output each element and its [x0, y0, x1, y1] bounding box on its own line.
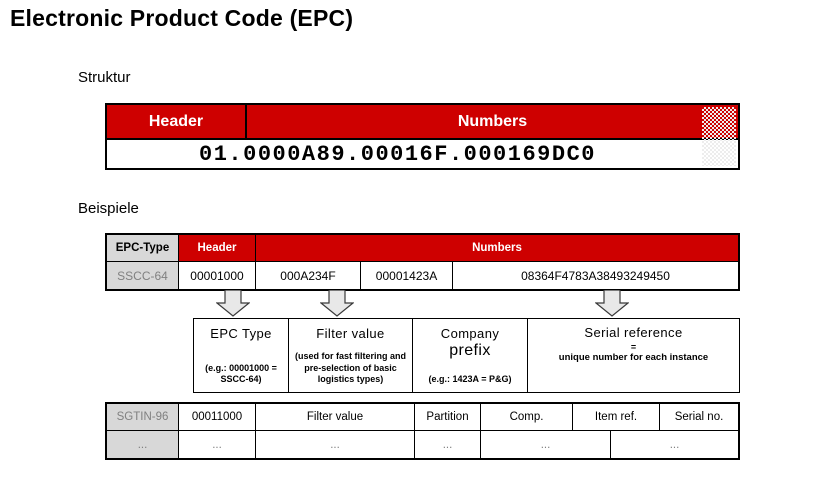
sscc-company-cell: 00001423A	[360, 262, 452, 289]
explanation-box-company-prefix: Company prefix (e.g.: 1423A = P&G)	[412, 319, 527, 392]
struktur-table: Header Numbers 01.0000A89.00016F.000169D…	[105, 103, 740, 170]
sgtin-itemref-cell: Item ref.	[572, 404, 659, 430]
sgtin-row: SGTIN-96 00011000 Filter value Partition…	[107, 404, 738, 431]
beispiele-heading: Beispiele	[78, 200, 139, 217]
epc-code-value: 01.0000A89.00016F.000169DC0	[199, 141, 596, 167]
down-arrow-icon	[216, 290, 250, 317]
dots-cell: ...	[255, 431, 414, 458]
sscc-row: SSCC-64 00001000 000A234F 00001423A 0836…	[107, 262, 738, 289]
box-title: Serial reference	[584, 325, 683, 340]
box-note: (e.g.: 1423A = P&G)	[428, 374, 512, 385]
sgtin-type-cell: SGTIN-96	[107, 404, 178, 430]
sgtin-table: SGTIN-96 00011000 Filter value Partition…	[105, 402, 740, 460]
struktur-heading: Struktur	[78, 69, 131, 86]
placeholder-pattern	[702, 107, 736, 166]
explanation-box-filter-value: Filter value (used for fast filtering an…	[288, 319, 412, 392]
box-title: Company	[440, 326, 500, 341]
struktur-header-cell: Header	[107, 105, 247, 138]
sgtin-company-cell: Comp.	[480, 404, 572, 430]
sscc-type-cell: SSCC-64	[107, 262, 178, 289]
box-note: (e.g.: 00001000 = SSCC-64)	[205, 362, 277, 385]
down-arrow-icon	[320, 290, 354, 317]
dots-row: ... ... ... ... ... ...	[107, 431, 738, 458]
sgtin-header-cell: 00011000	[178, 404, 255, 430]
dots-cell: ...	[178, 431, 255, 458]
box-note: unique number for each instance	[558, 352, 709, 364]
explanation-box-serial-reference: Serial reference = unique number for eac…	[527, 319, 739, 392]
sgtin-serial-cell: Serial no.	[659, 404, 738, 430]
beispiele-table: EPC-Type Header Numbers SSCC-64 00001000…	[105, 233, 740, 291]
struktur-numbers-label: Numbers	[457, 112, 528, 130]
header-cell-epc-type: EPC-Type	[107, 235, 178, 261]
explanation-box-epc-type: EPC Type (e.g.: 00001000 = SSCC-64)	[194, 319, 288, 392]
header-cell-header: Header	[178, 235, 255, 261]
page-title: Electronic Product Code (EPC)	[10, 5, 354, 31]
down-arrow-icon	[595, 290, 629, 317]
beispiele-header-row: EPC-Type Header Numbers	[107, 235, 738, 262]
box-title: EPC Type	[210, 326, 272, 341]
box-equals: =	[630, 342, 637, 353]
sgtin-partition-cell: Partition	[414, 404, 480, 430]
sscc-header-cell: 00001000	[178, 262, 255, 289]
dots-cell: ...	[107, 431, 178, 458]
box-note: (used for fast filtering and pre-selecti…	[294, 350, 406, 385]
header-cell-numbers: Numbers	[255, 235, 738, 261]
struktur-numbers-cell: Numbers	[247, 105, 738, 138]
sscc-serial-cell: 08364F4783A38493249450	[452, 262, 738, 289]
explanation-boxes-row: EPC Type (e.g.: 00001000 = SSCC-64) Filt…	[193, 318, 740, 393]
dots-cell: ...	[480, 431, 610, 458]
dots-cell: ...	[610, 431, 738, 458]
dots-cell: ...	[414, 431, 480, 458]
struktur-header-row: Header Numbers	[107, 105, 738, 140]
struktur-header-label: Header	[148, 112, 204, 130]
box-subtitle: prefix	[449, 342, 491, 360]
box-title: Filter value	[316, 326, 385, 341]
sscc-filter-cell: 000A234F	[255, 262, 360, 289]
sgtin-filter-cell: Filter value	[255, 404, 414, 430]
